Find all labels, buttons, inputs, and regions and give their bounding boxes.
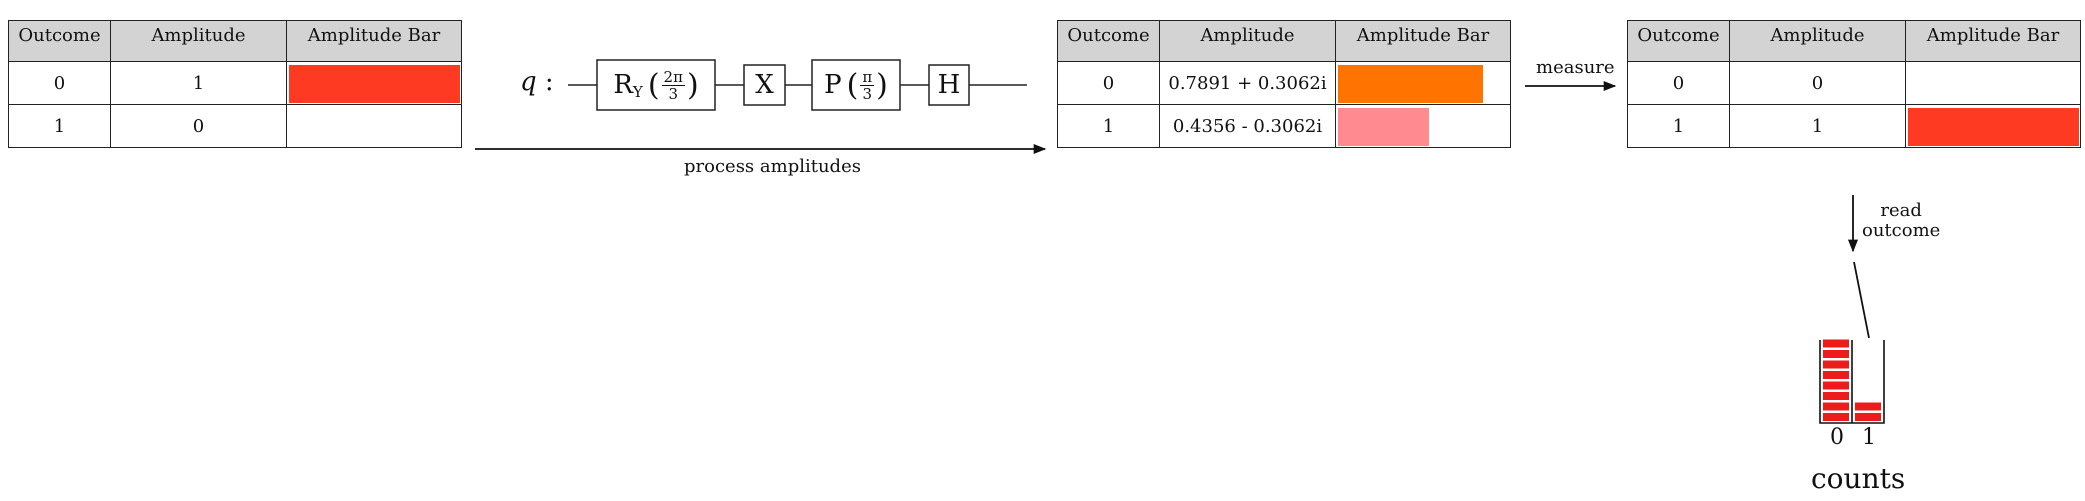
amplitude-bar-cell [286,61,462,105]
gate-box-x [743,64,786,106]
amplitude-cell: 0 [110,104,287,148]
table-row: 0 0 [1627,61,2081,105]
amplitude-bar-cell [1335,104,1511,148]
table-row: 0 0.7891 + 0.3062i [1057,61,1511,105]
amplitude-cell: 0.4356 - 0.3062i [1159,104,1336,148]
counts-needle [1853,261,1870,339]
amplitude-bar [1908,108,2079,146]
table-row: 1 0 [8,104,462,148]
gate-box-ry [596,59,716,111]
count-block [1823,413,1849,421]
amplitude-bar-cell [1335,61,1511,105]
outcome-cell: 1 [1057,104,1160,148]
table-header-row: Outcome Amplitude Amplitude Bar [1627,20,2081,62]
counts-bin-label-1: 1 [1862,425,1876,450]
processed-state-table: Outcome Amplitude Amplitude Bar 0 0.7891… [1057,20,1511,148]
count-block [1823,339,1849,348]
header-amplitude: Amplitude [110,20,287,62]
x-gate: X [755,70,774,100]
amplitude-cell: 1 [1729,104,1906,148]
amplitude-bar-cell [286,104,462,148]
outcome-cell: 0 [8,61,111,105]
count-block [1823,402,1849,411]
header-outcome: Outcome [1627,20,1730,62]
outcome-cell: 0 [1057,61,1160,105]
count-block [1823,371,1849,379]
header-amplitude-bar: Amplitude Bar [1905,20,2081,62]
header-amplitude: Amplitude [1159,20,1336,62]
circuit-wires [568,59,1027,111]
read-outcome-label: read outcome [1862,200,1941,241]
amplitude-bar [289,65,460,103]
counts-bin-outline [1819,340,1885,424]
measured-state-table: Outcome Amplitude Amplitude Bar 0 0 1 1 [1627,20,2081,148]
phase-gate: P ( π 3 ) [824,67,888,103]
count-block [1855,402,1881,411]
count-block [1823,350,1849,358]
header-outcome: Outcome [8,20,111,62]
count-block [1823,360,1849,369]
gate-box-h [928,64,970,106]
header-amplitude: Amplitude [1729,20,1906,62]
table-row: 1 1 [1627,104,2081,148]
outcome-cell: 1 [1627,104,1730,148]
process-amplitudes-label: process amplitudes [684,156,861,177]
outcome-cell: 0 [1627,61,1730,105]
table-header-row: Outcome Amplitude Amplitude Bar [1057,20,1511,62]
count-block [1823,381,1849,390]
header-amplitude-bar: Amplitude Bar [286,20,462,62]
amplitude-cell: 0 [1729,61,1906,105]
gate-box-p [811,59,901,111]
initial-state-table: Outcome Amplitude Amplitude Bar 0 1 1 0 [8,20,462,148]
header-amplitude-bar: Amplitude Bar [1335,20,1511,62]
count-block [1855,413,1881,421]
amplitude-bar [1338,108,1429,146]
amplitude-cell: 0.7891 + 0.3062i [1159,61,1336,105]
measure-label: measure [1536,57,1615,78]
count-block [1823,392,1849,400]
qubit-label: q : [520,67,554,97]
outcome-cell: 1 [8,104,111,148]
amplitude-bar-cell [1905,61,2081,105]
counts-label: counts [1811,462,1906,495]
amplitude-bar [1338,65,1483,103]
table-row: 1 0.4356 - 0.3062i [1057,104,1511,148]
hadamard-gate: H [937,70,961,100]
amplitude-bar-cell [1905,104,2081,148]
counts-bin-label-0: 0 [1830,425,1844,450]
table-row: 0 1 [8,61,462,105]
amplitude-cell: 1 [110,61,287,105]
header-outcome: Outcome [1057,20,1160,62]
table-header-row: Outcome Amplitude Amplitude Bar [8,20,462,62]
